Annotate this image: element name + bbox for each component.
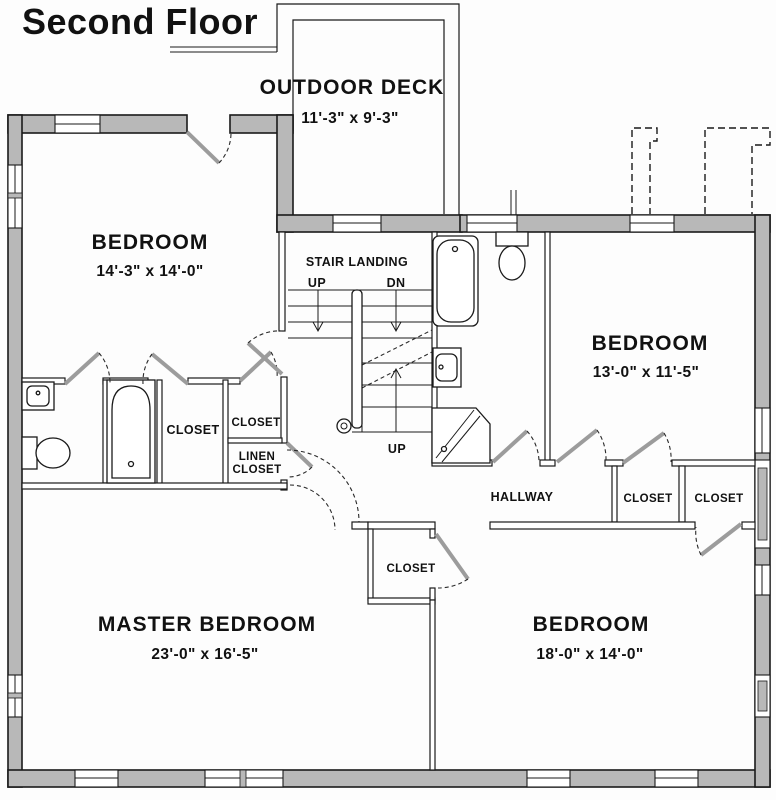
door-bedroom-lower-right [434,532,470,589]
stair-up-lower-label: UP [388,442,406,456]
room-label-closet-middle: CLOSET [386,563,435,575]
stair-down-label: DN [387,276,406,290]
labels: Second Floor OUTDOOR DECK 11'-3" x 9'-3"… [22,1,743,663]
window [54,114,101,134]
door-bath-hall [491,429,540,464]
toilet-symbol [495,231,529,281]
vanity-sink-symbol [21,381,55,411]
windows [7,114,771,788]
doors [63,130,743,589]
stair-break-line [361,329,433,389]
room-label-bedroom-upper-left: BEDROOM [92,231,209,254]
stair-up-label: UP [308,276,326,290]
exterior-walls [7,114,771,788]
sliding-door [332,214,382,233]
room-dims-outdoor-deck: 11'-3" x 9'-3" [301,110,398,127]
room-dims-master-bedroom: 23'-0" x 16'-5" [151,646,258,663]
stair-railing [336,289,363,434]
window [754,459,771,549]
window [7,674,23,718]
door-closet-hall-left [621,431,672,465]
room-label-master-bedroom: MASTER BEDROOM [98,613,316,636]
corner-shower-symbol [431,407,491,464]
door-deck [185,130,232,165]
window [204,769,284,788]
room-label-linen-closet: CLOSET [232,464,281,476]
door-master-bedroom [286,449,360,531]
room-label-closet-small: CLOSET [231,417,280,429]
window [754,407,771,454]
window [654,769,699,788]
door-bedroom-right [555,428,607,464]
window [629,214,675,233]
room-dims-bedroom-upper-left: 14'-3" x 14'-0" [96,263,203,280]
room-label-linen: LINEN [239,451,276,463]
window [466,214,518,233]
stair-direction-arrows [312,290,402,432]
room-dims-bedroom-lower-right: 18'-0" x 14'-0" [536,646,643,663]
room-label-closet-bath: CLOSET [166,423,219,437]
bathtub-symbol [432,235,479,327]
window [74,769,119,788]
window [754,674,771,718]
room-label-stair-landing: STAIR LANDING [306,255,408,269]
room-dims-bedroom-right: 13'-0" x 11'-5" [593,364,700,381]
chimney-dashed-outline [631,127,771,214]
room-label-bedroom-lower-right: BEDROOM [533,613,650,636]
deck-outline [276,3,517,215]
window [526,769,571,788]
window [754,564,771,596]
staircase-symbol [288,289,433,434]
page-title: Second Floor [22,1,258,42]
room-label-bedroom-right: BEDROOM [592,332,709,355]
room-label-closet-hall-right: CLOSET [694,493,743,505]
room-label-outdoor-deck: OUTDOOR DECK [260,76,445,99]
toilet-symbol [21,436,71,470]
window [7,164,23,229]
stair-treads-lower [352,340,432,433]
door-bath-upper-left [63,351,111,386]
bathroom-fixtures [21,231,529,484]
door-linen-closet [285,441,314,478]
bathtub-symbol [106,379,156,484]
door-bedroom-upper-left [246,330,284,376]
sink-symbol [432,347,462,388]
door-closet-bath [142,352,190,386]
door-closet-hall-right [695,522,743,557]
room-label-hallway: HALLWAY [491,490,554,504]
roof-line [170,46,277,53]
room-label-closet-hall-left: CLOSET [623,493,672,505]
